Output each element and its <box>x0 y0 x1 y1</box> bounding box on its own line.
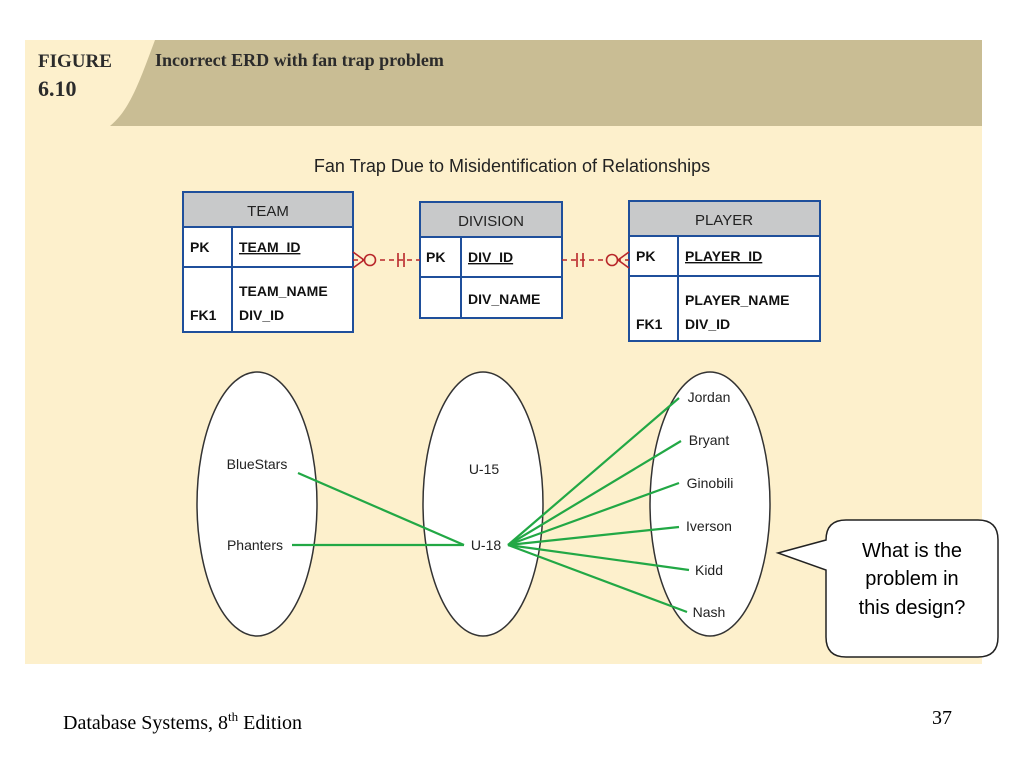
division-entity-name: DIVISION <box>458 213 524 230</box>
relationship-division-player <box>562 251 630 269</box>
figure-label-line2: 6.10 <box>38 76 77 101</box>
division-pk-attr: DIV_ID <box>468 249 513 265</box>
team-entity: TEAM PK TEAM_ID TEAM_NAME FK1 DIV_ID <box>182 191 354 333</box>
team-instance-bluestars: BlueStars <box>227 456 288 472</box>
player-instance-bryant: Bryant <box>689 432 730 448</box>
division-entity: DIVISION PK DIV_ID DIV_NAME <box>419 201 563 319</box>
player-pk-attr: PLAYER_ID <box>685 248 762 264</box>
division-pk-key: PK <box>426 249 445 265</box>
team-pk-attr: TEAM_ID <box>239 239 300 255</box>
callout-bubble <box>775 519 999 658</box>
team-attr-div-id: DIV_ID <box>239 307 284 323</box>
team-instances-ellipse <box>196 371 318 637</box>
player-instance-ginobili: Ginobili <box>687 475 734 491</box>
player-instance-iverson: Iverson <box>686 518 732 534</box>
player-instance-kidd: Kidd <box>695 562 723 578</box>
figure-label-line1: FIGURE <box>38 51 112 72</box>
callout-line1: What is the <box>862 540 962 562</box>
team-entity-name: TEAM <box>247 203 289 220</box>
link-u18-ginobili <box>507 481 680 547</box>
callout-line3: this design? <box>859 597 966 619</box>
player-attr-name: PLAYER_NAME <box>685 292 790 308</box>
footer-book-title: Database Systems, 8th Edition <box>63 709 302 734</box>
division-attr-name: DIV_NAME <box>468 291 540 307</box>
figure-title: Incorrect ERD with fan trap problem <box>155 50 444 70</box>
team-attr-name: TEAM_NAME <box>239 283 328 299</box>
team-fk-key: FK1 <box>190 307 217 323</box>
figure-label-tab <box>25 40 155 126</box>
player-fk-key: FK1 <box>636 316 663 332</box>
team-instance-phanters: Phanters <box>227 537 283 553</box>
team-pk-key: PK <box>190 239 209 255</box>
player-attr-div-id: DIV_ID <box>685 316 730 332</box>
footer-book-prefix: Database Systems, 8 <box>63 712 228 734</box>
link-u18-kidd <box>507 543 690 572</box>
link-u18-bryant <box>507 440 682 546</box>
player-instance-nash: Nash <box>693 604 726 620</box>
footer-book-sup: th <box>228 709 239 724</box>
player-instance-jordan: Jordan <box>688 389 731 405</box>
player-instances-ellipse <box>649 371 771 637</box>
link-u18-jordan <box>507 397 680 546</box>
callout-line2: problem in <box>865 568 958 590</box>
relationship-team-division <box>352 251 420 269</box>
player-entity-name: PLAYER <box>695 212 753 229</box>
link-u18-iverson <box>507 525 680 547</box>
link-bluestars-u18 <box>297 471 465 547</box>
figure-header-band <box>25 40 982 126</box>
page-number: 37 <box>932 707 952 729</box>
player-pk-key: PK <box>636 248 655 264</box>
division-instances-ellipse <box>422 371 544 637</box>
division-instance-u18: U-18 <box>471 537 502 553</box>
player-entity: PLAYER PK PLAYER_ID PLAYER_NAME FK1 DIV_… <box>628 200 821 342</box>
division-instance-u15: U-15 <box>469 461 500 477</box>
footer-book-suffix: Edition <box>238 712 302 734</box>
diagram-subtitle: Fan Trap Due to Misidentification of Rel… <box>314 156 710 176</box>
instance-links <box>292 397 690 614</box>
link-u18-nash <box>507 543 688 614</box>
